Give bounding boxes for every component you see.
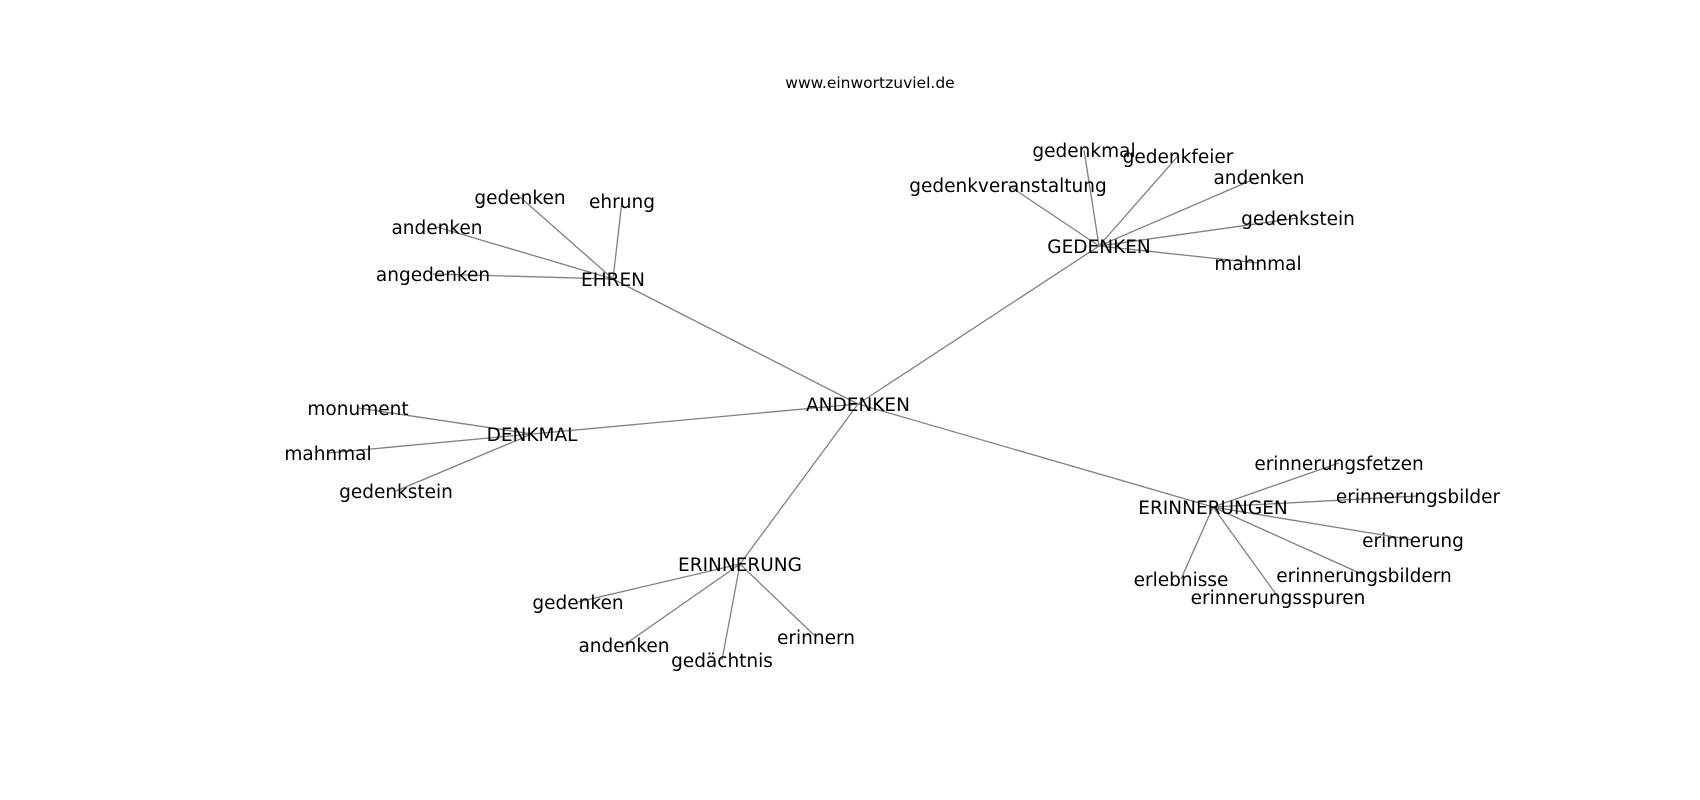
leaf-node-ehren-angedenken: angedenken: [376, 265, 490, 286]
edge-erinnerung-andenken: [623, 563, 741, 646]
cluster-node-ehren: EHREN: [581, 270, 645, 291]
leaf-node-gedenken-gedenkstein: gedenkstein: [1241, 209, 1355, 230]
leaf-node-denkmal-gedenkstein: gedenkstein: [339, 482, 453, 503]
edge-erinnerung-gedenken: [577, 563, 741, 603]
site-url: www.einwortzuviel.de: [785, 74, 954, 92]
leaf-node-erinnerungen-erinnerung: erinnerung: [1362, 531, 1464, 552]
edge-erinnerungen-erinnerung: [1212, 506, 1414, 541]
edge-gedenken-gedenkstein: [1098, 217, 1299, 247]
leaf-node-ehren-ehrung: ehrung: [589, 192, 655, 213]
cluster-node-erinnerungen: ERINNERUNGEN: [1138, 498, 1287, 519]
cluster-node-gedenken: GEDENKEN: [1047, 237, 1150, 258]
edge-gedenken-mahnmal: [1098, 245, 1259, 264]
leaf-node-denkmal-mahnmal: mahnmal: [284, 444, 371, 465]
leaf-node-erinnerungen-erinnerungsspuren: erinnerungsspuren: [1191, 588, 1366, 609]
leaf-node-erinnerung-andenken: andenken: [578, 636, 669, 657]
leaf-node-erinnerungen-erinnerungsbilder: erinnerungsbilder: [1336, 487, 1501, 508]
edge-gedenken-andenken: [1098, 176, 1260, 247]
edge-gedenken-gedenkmal: [1083, 149, 1100, 247]
leaf-node-erinnerungen-erinnerungsbildern: erinnerungsbildern: [1276, 566, 1452, 587]
leaf-node-erinnerungen-erinnerungsfetzen: erinnerungsfetzen: [1254, 454, 1423, 475]
edge-ehren-gedenken: [519, 196, 614, 280]
edge-gedenken-gedenkfeier: [1098, 155, 1179, 247]
edge-erinnerungen-erinnerungsbilder: [1212, 495, 1419, 508]
edge-andenken-erinnerung: [739, 403, 859, 565]
edge-gedenken-gedenkveranstaltung: [1007, 184, 1100, 247]
edge-ehren-ehrung: [612, 200, 623, 280]
leaf-node-erinnerungen-erlebnisse: erlebnisse: [1134, 570, 1229, 591]
labels-layer: ANDENKEN EHREN gedenken ehrung andenken anged…: [284, 141, 1500, 672]
center-node-andenken: ANDENKEN: [806, 395, 910, 416]
edge-erinnerungen-erlebnisse: [1180, 506, 1214, 580]
edge-erinnerung-erinnern: [739, 563, 817, 638]
edge-erinnerungen-erinnerungsbildern: [1212, 506, 1365, 576]
edge-ehren-andenken: [436, 226, 614, 280]
edge-erinnerung-gedaechtnis: [721, 563, 741, 661]
cluster-node-erinnerung: ERINNERUNG: [678, 555, 802, 576]
leaf-node-erinnerung-erinnern: erinnern: [777, 628, 855, 649]
leaf-node-gedenken-gedenkmal: gedenkmal: [1032, 141, 1135, 162]
edges-layer: [327, 149, 1419, 661]
edge-ehren-angedenken: [432, 273, 614, 280]
edge-erinnerungen-erinnerungsfetzen: [1212, 462, 1340, 508]
leaf-node-gedenken-gedenkfeier: gedenkfeier: [1123, 147, 1234, 168]
leaf-node-erinnerung-gedaechtnis: gedächtnis: [671, 651, 773, 672]
edge-denkmal-gedenkstein: [395, 433, 533, 492]
edge-andenken-erinnerungen: [857, 403, 1214, 508]
leaf-node-erinnerung-gedenken: gedenken: [532, 593, 623, 614]
leaf-node-ehren-andenken: andenken: [391, 218, 482, 239]
leaf-node-gedenken-mahnmal: mahnmal: [1214, 254, 1301, 275]
edge-andenken-ehren: [612, 278, 859, 405]
edge-denkmal-monument: [357, 407, 533, 435]
edge-denkmal-mahnmal: [327, 433, 533, 454]
leaf-node-gedenken-gedenkveranstaltung: gedenkveranstaltung: [909, 176, 1107, 197]
leaf-node-gedenken-andenken: andenken: [1213, 168, 1304, 189]
edge-andenken-denkmal: [531, 403, 859, 435]
leaf-node-ehren-gedenken: gedenken: [474, 188, 565, 209]
edge-andenken-gedenken: [857, 245, 1100, 405]
cluster-node-denkmal: DENKMAL: [487, 425, 579, 446]
leaf-node-denkmal-monument: monument: [307, 399, 408, 420]
edge-erinnerungen-erinnerungsspuren: [1212, 506, 1279, 598]
